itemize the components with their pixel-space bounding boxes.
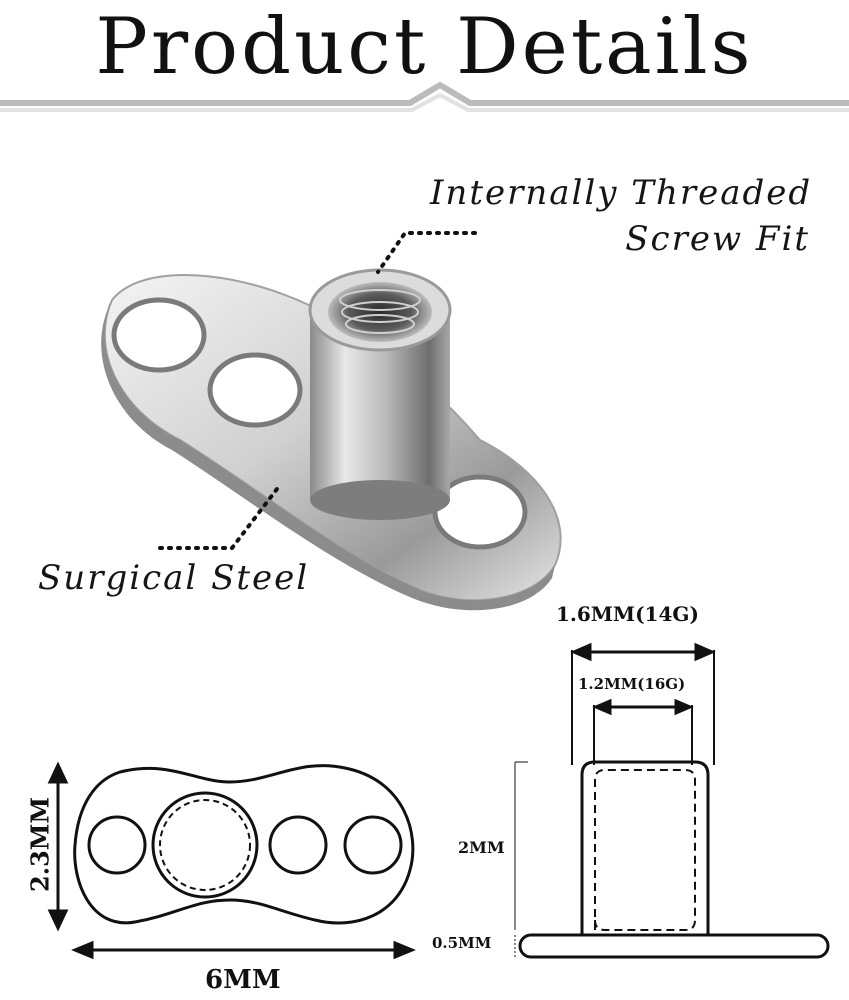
anchor-photo [101, 268, 562, 611]
callout-leader-material [158, 483, 282, 550]
base-top-view [73, 764, 415, 925]
thread-callout-line2: Screw Fit [625, 219, 810, 259]
post-outer-diameter-label: 1.6MM(14G) [556, 602, 699, 626]
material-callout: Surgical Steel [38, 558, 310, 598]
post-height-label: 2MM [458, 838, 505, 857]
base-height-label: 2.3MM [25, 797, 55, 892]
header-divider [0, 81, 849, 112]
thread-callout: Internally Threaded Screw Fit [430, 170, 810, 262]
width-arrow [71, 940, 416, 960]
outer-width-arrow [570, 642, 716, 662]
base-thickness-label: 0.5MM [432, 934, 492, 952]
callout-leader-thread [376, 231, 477, 274]
post-inner-diameter-label: 1.2MM(16G) [578, 675, 686, 693]
base-width-label: 6MM [205, 965, 281, 995]
page-title: Product Details [95, 2, 754, 92]
inner-width-arrow [592, 698, 694, 716]
height-arrow [47, 761, 69, 932]
post-side-view [514, 650, 830, 959]
thread-callout-line1: Internally Threaded [430, 173, 813, 213]
